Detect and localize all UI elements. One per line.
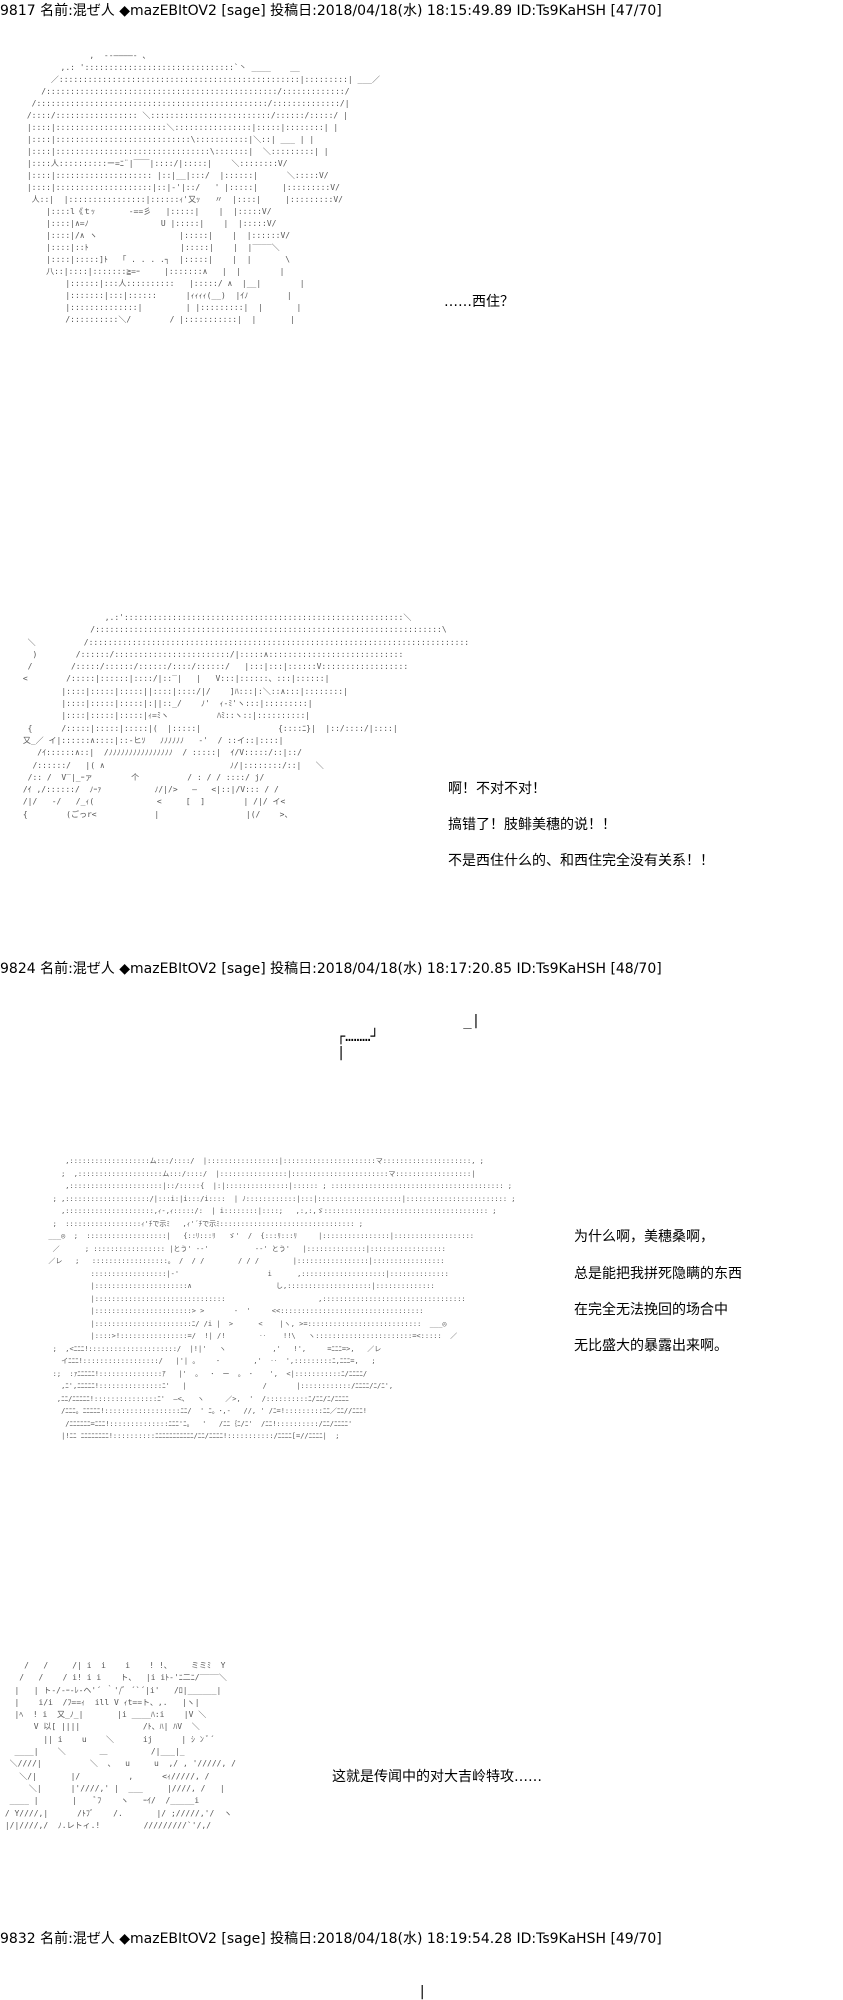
dialogue-line: 这就是传闻中的对大吉岭特攻…… [332, 1769, 542, 1785]
post-header: 9817 名前:混ぜ人 ◆mazEBItOV2 [sage] 投稿日:2018/… [0, 3, 662, 19]
dialogue-line: 在完全无法挽回的场合中 [574, 1302, 728, 1318]
dialogue-line: 总是能把我拼死隐瞒的东西 [574, 1266, 742, 1282]
ascii-art-figure: ,.:'::::::::::::::::::::::::::::::::::::… [22, 613, 470, 819]
dialogue-line: 不是西住什么的、和西住完全没有关系！！ [448, 853, 714, 869]
pause-mark: _| ┌………┘ | [336, 1013, 481, 1061]
ascii-art-figure: , -‐――――- 、 ,.: ':::::::::::::::::::::::… [26, 51, 380, 324]
dialogue-line: ……西住？ [444, 294, 514, 310]
post-header: 9824 名前:混ぜ人 ◆mazEBItOV2 [sage] 投稿日:2018/… [0, 961, 662, 977]
ascii-art-figure: / / /| i i i ! !、 ミミﾐ Y / / / i! i i ト、 … [4, 1661, 236, 1830]
dialogue-line: 啊！不对不对！ [448, 781, 546, 797]
dialogue-line: 为什么啊，美穗桑啊， [574, 1229, 714, 1245]
post-header: 9832 名前:混ぜ人 ◆mazEBItOV2 [sage] 投稿日:2018/… [0, 1931, 662, 1947]
dialogue-line: 无比盛大的暴露出来啊。 [574, 1338, 728, 1354]
ascii-art-figure: ,:::::::::::::::::::ム:::/::::/ |::::::::… [48, 1157, 516, 1440]
dialogue-line: 搞错了！肢鲱美穗的说！！ [448, 817, 616, 833]
pause-mark: | [418, 1984, 427, 2000]
